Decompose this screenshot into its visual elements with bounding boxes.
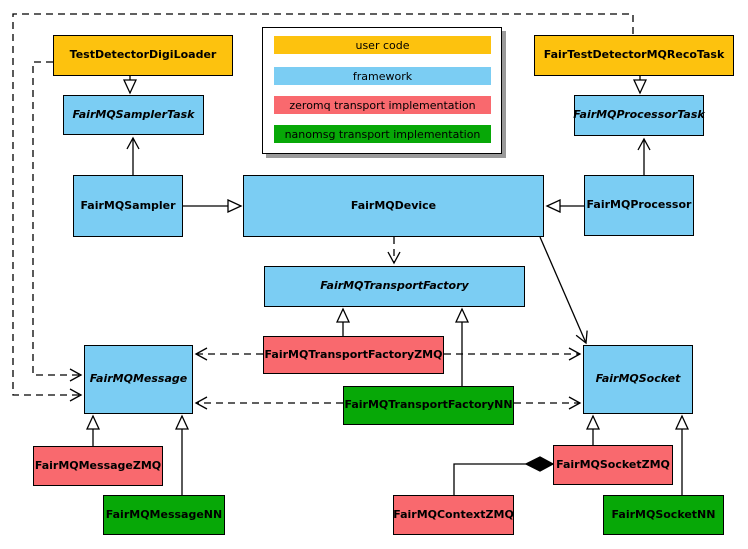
node-fairmq-transport-factory-nn: FairMQTransportFactoryNN: [343, 386, 514, 425]
node-fair-test-detector-mq-reco-task: FairTestDetectorMQRecoTask: [534, 35, 734, 76]
node-fairmq-socket: FairMQSocket: [583, 345, 693, 414]
node-fairmq-message: FairMQMessage: [84, 345, 193, 414]
node-fairmq-sampler-task: FairMQSamplerTask: [63, 95, 204, 135]
legend-item-user-code: user code: [274, 36, 491, 54]
legend-item-nanomsg: nanomsg transport implementation: [274, 125, 491, 143]
node-test-detector-digi-loader: TestDetectorDigiLoader: [53, 35, 233, 76]
composition-edge: [453, 456, 555, 495]
node-fairmq-socket-zmq: FairMQSocketZMQ: [553, 445, 673, 485]
node-fairmq-socket-nn: FairMQSocketNN: [603, 495, 724, 535]
node-fairmq-processor-task: FairMQProcessorTask: [573, 95, 705, 136]
node-fairmq-message-zmq: FairMQMessageZMQ: [33, 446, 163, 486]
node-fairmq-sampler: FairMQSampler: [73, 175, 183, 237]
legend-item-zeromq: zeromq transport implementation: [274, 96, 491, 114]
node-fairmq-message-nn: FairMQMessageNN: [103, 495, 225, 535]
inheritance-edges: [93, 76, 682, 495]
legend-item-framework: framework: [274, 67, 491, 85]
legend: user code framework zeromq transport imp…: [262, 27, 502, 154]
node-fairmq-transport-factory: FairMQTransportFactory: [264, 266, 525, 307]
node-fairmq-device: FairMQDevice: [243, 175, 544, 237]
node-fairmq-processor: FairMQProcessor: [584, 175, 694, 236]
dependency-edges: [12, 13, 634, 410]
node-fairmq-transport-factory-zmq: FairMQTransportFactoryZMQ: [263, 336, 444, 374]
node-fairmq-context-zmq: FairMQContextZMQ: [393, 495, 514, 535]
composition-diamond-icon: [524, 456, 555, 472]
association-edges: [126, 136, 651, 345]
